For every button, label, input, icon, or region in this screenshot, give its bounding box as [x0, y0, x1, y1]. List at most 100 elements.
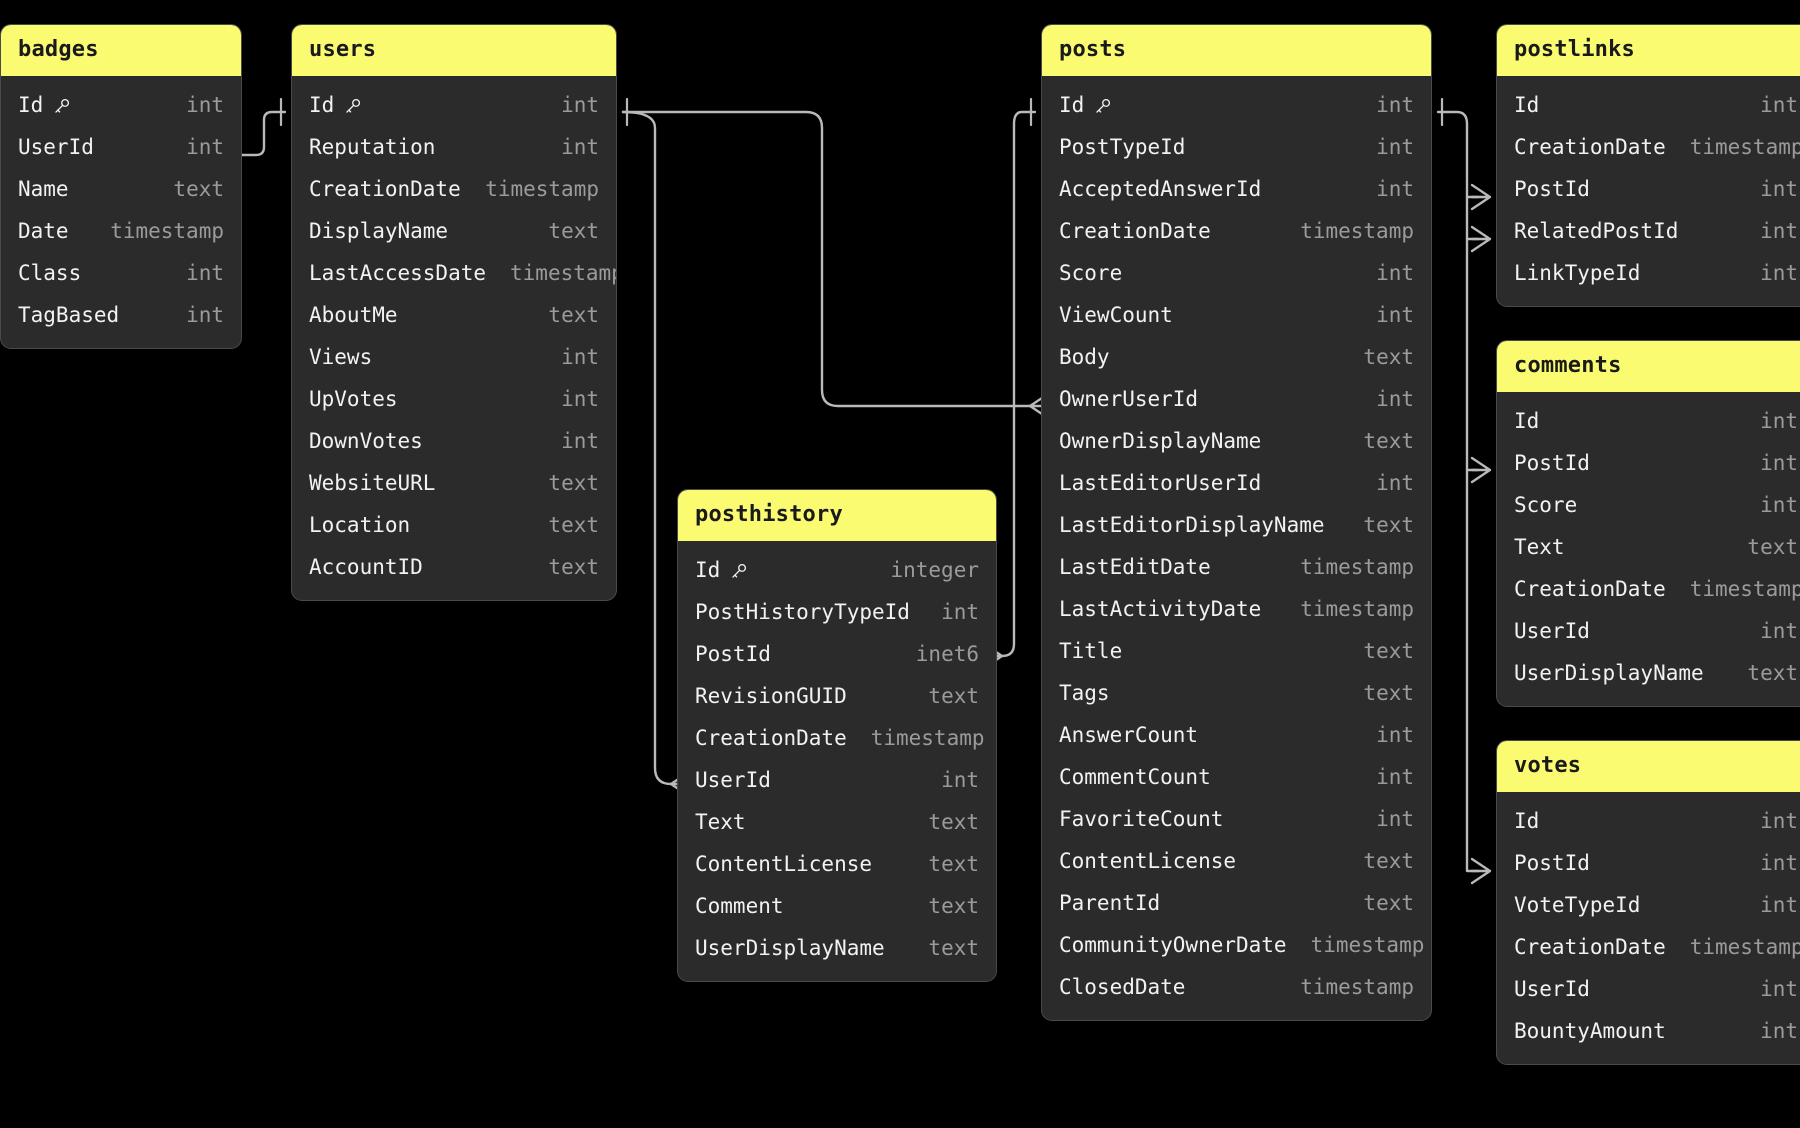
field-name-label: PostId: [1514, 451, 1590, 475]
field-name-label: CreationDate: [695, 726, 847, 750]
field-name-label: UpVotes: [309, 387, 398, 411]
table-title-posts[interactable]: posts: [1042, 25, 1431, 76]
field-name: UserDisplayName: [695, 936, 885, 960]
field-type: int: [1760, 493, 1798, 517]
field-name-label: ClosedDate: [1059, 975, 1186, 999]
field-type: int: [561, 345, 599, 369]
field-name: Text: [1514, 535, 1565, 559]
table-title-posthistory[interactable]: posthistory: [678, 490, 996, 541]
field-type: text: [928, 810, 979, 834]
field-name-label: CommentCount: [1059, 765, 1211, 789]
field-name: ContentLicense: [695, 852, 872, 876]
table-title-users[interactable]: users: [292, 25, 616, 76]
field-name-label: PostId: [695, 642, 771, 666]
field-type: text: [548, 303, 599, 327]
table-title-badges[interactable]: badges: [1, 25, 241, 76]
table-title-comments[interactable]: comments: [1497, 341, 1800, 392]
table-title-postlinks[interactable]: postlinks: [1497, 25, 1800, 76]
field-name: CreationDate: [1514, 577, 1666, 601]
key-icon: [729, 562, 748, 581]
table-title-votes[interactable]: votes: [1497, 741, 1800, 792]
field-type: int: [941, 768, 979, 792]
